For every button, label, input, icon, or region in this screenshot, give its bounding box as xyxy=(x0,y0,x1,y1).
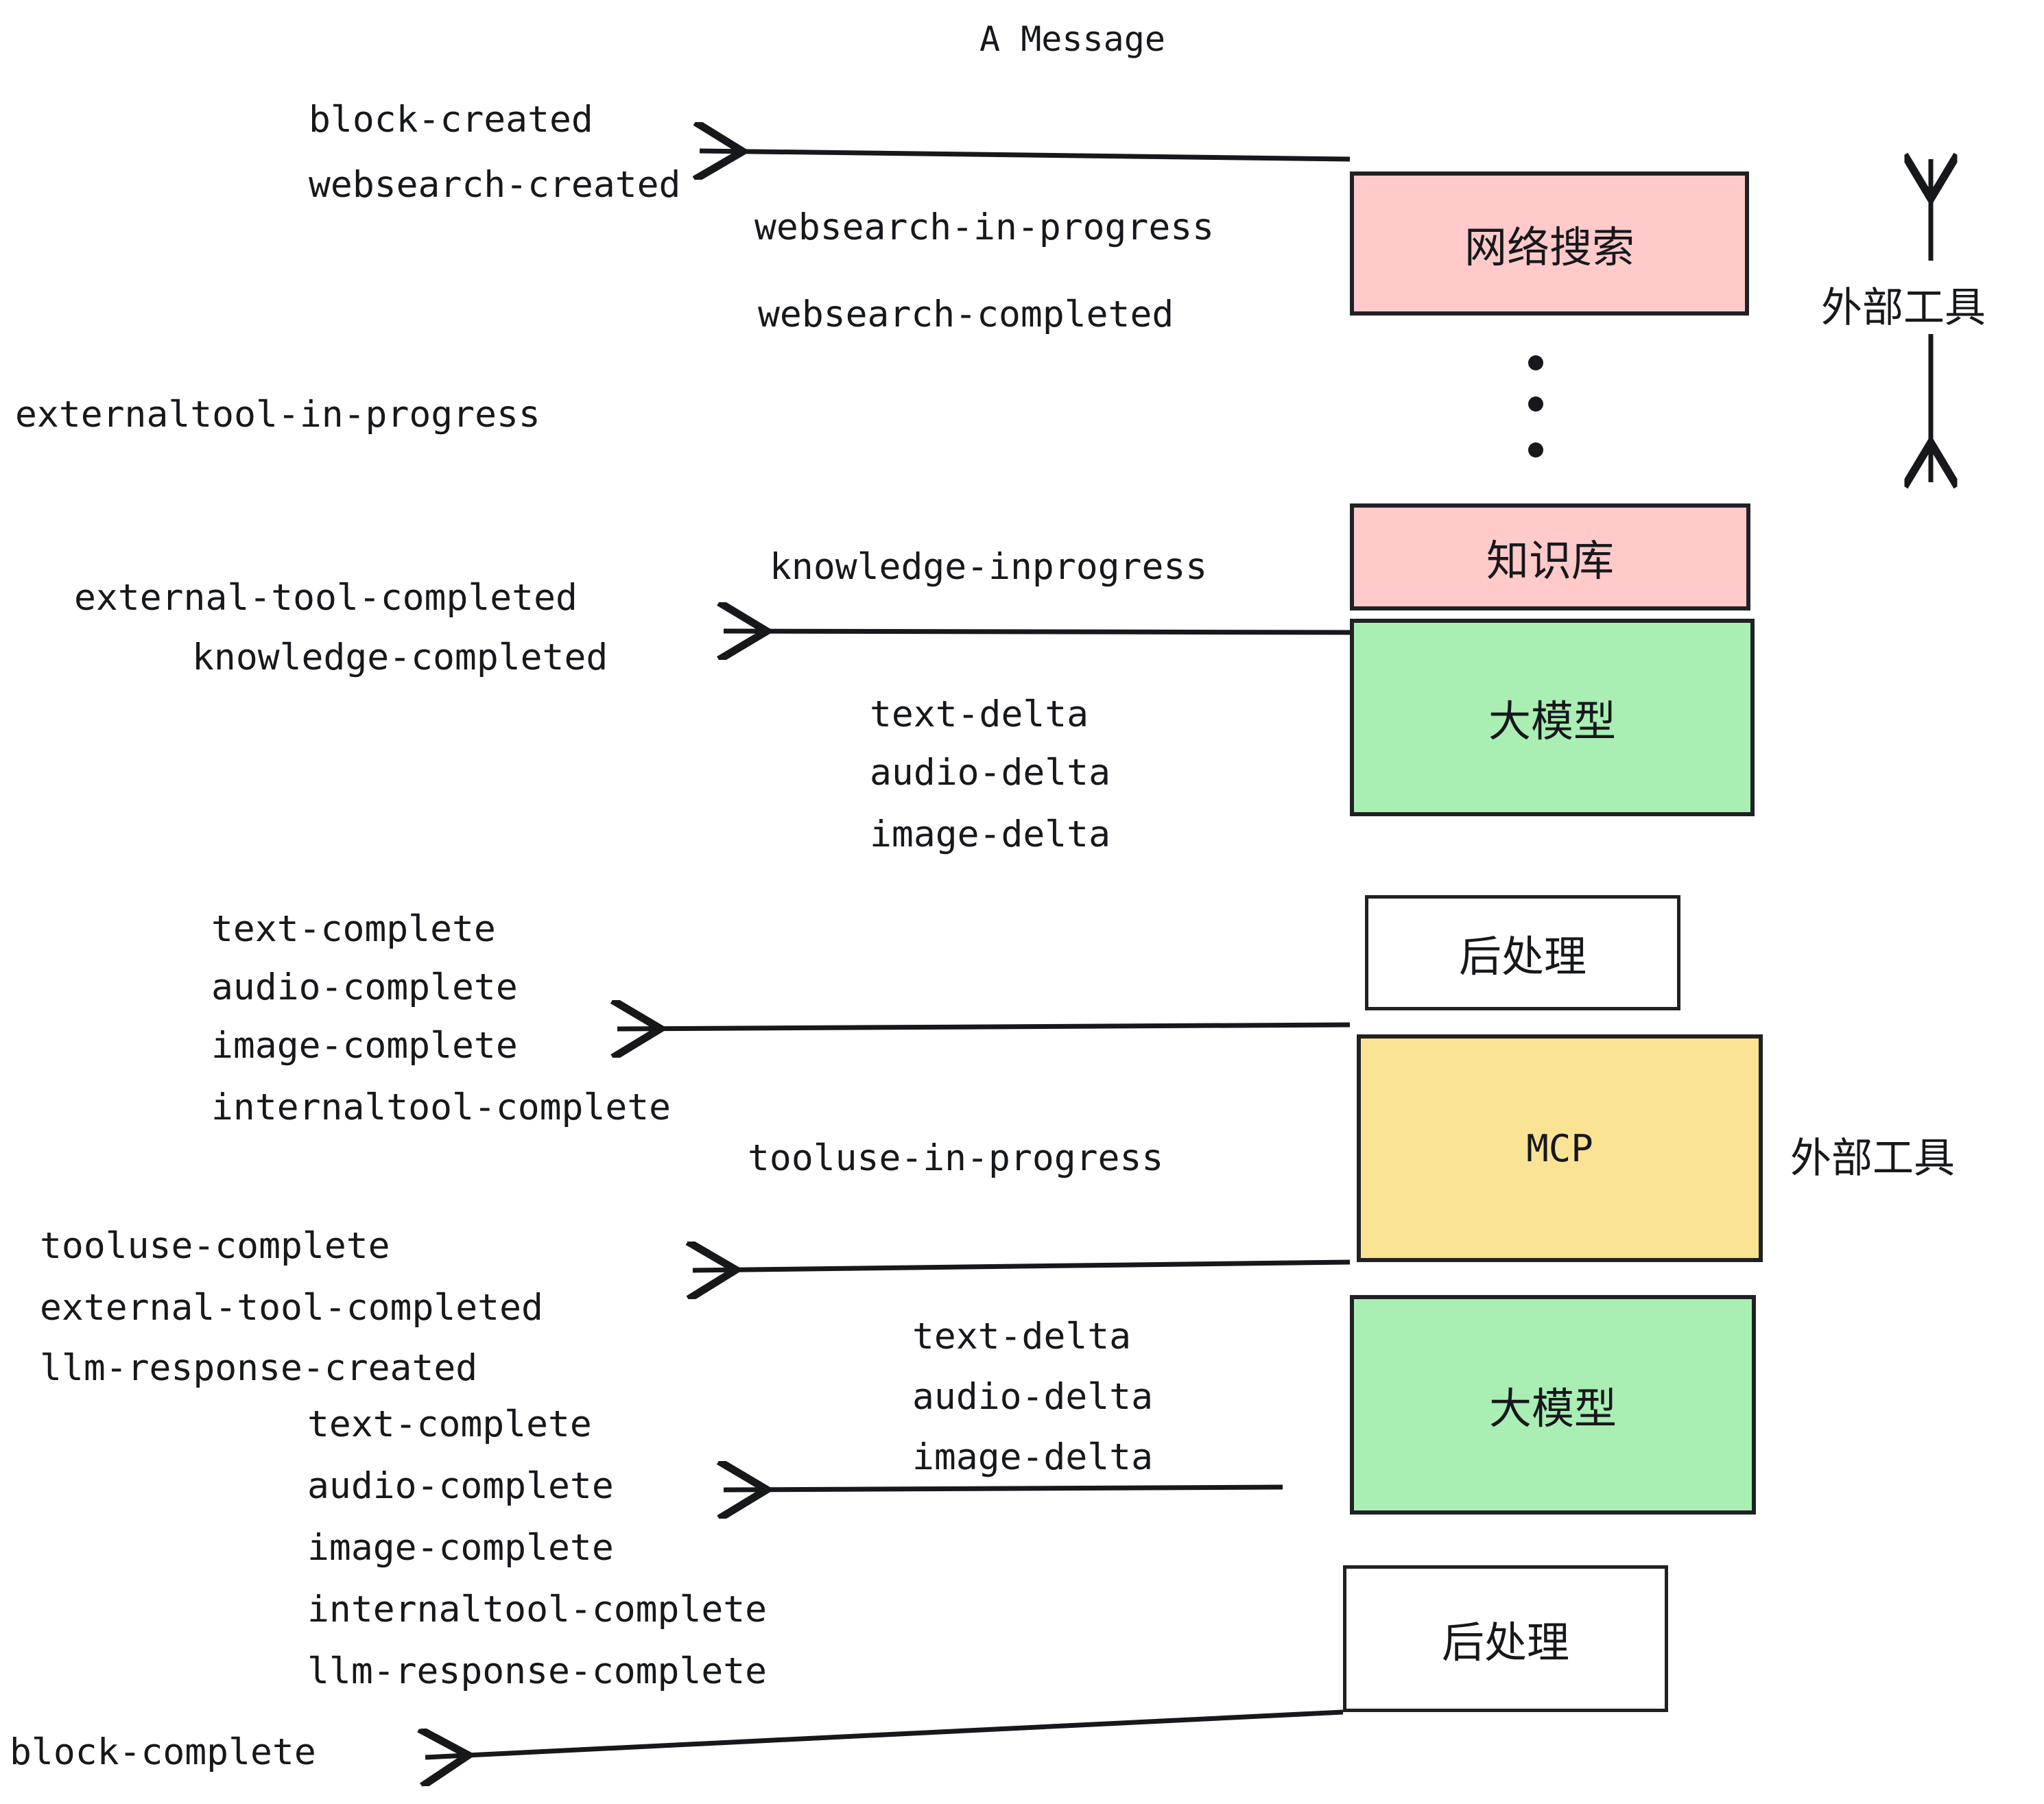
arrow-knowledge-to-completed xyxy=(724,631,1351,632)
event-label-audio-delta-2: audio-delta xyxy=(912,1376,1153,1418)
event-label-websearch-created: websearch-created xyxy=(309,164,681,206)
node-postprocess-1[interactable]: 后处理 xyxy=(1365,895,1680,1010)
event-label-knowledge-completed: knowledge-completed xyxy=(192,637,608,678)
node-llm-2[interactable]: 大模型 xyxy=(1350,1295,1756,1515)
event-label-tooluse-in-progress: tooluse-in-progress xyxy=(748,1137,1164,1179)
event-label-audio-complete-1: audio-complete xyxy=(211,966,518,1008)
event-label-externaltool-in-progress: externaltool-in-progress xyxy=(15,394,540,436)
node-knowledge[interactable]: 知识库 xyxy=(1350,503,1750,610)
event-label-text-complete-2: text-complete xyxy=(307,1403,592,1445)
node-mcp[interactable]: MCP xyxy=(1357,1034,1763,1262)
node-websearch[interactable]: 网络搜索 xyxy=(1350,171,1749,316)
event-label-websearch-completed: websearch-completed xyxy=(758,294,1174,335)
event-label-external-tool-completed-2: external-tool-completed xyxy=(40,1287,543,1329)
event-label-block-created: block-created xyxy=(309,99,593,141)
event-label-external-tool-completed-1: external-tool-completed xyxy=(74,577,578,619)
arrow-llm2-to-audio-complete xyxy=(724,1487,1283,1490)
node-llm-1[interactable]: 大模型 xyxy=(1350,619,1755,816)
page-title: A Message xyxy=(979,19,1165,59)
event-label-image-complete-2: image-complete xyxy=(307,1527,614,1569)
event-label-internaltool-complete-1: internaltool-complete xyxy=(211,1087,672,1128)
event-label-text-delta-2: text-delta xyxy=(912,1316,1132,1357)
side-label-external-tools-bottom: 外部工具 xyxy=(1790,1135,1955,1183)
event-label-text-delta-1: text-delta xyxy=(870,693,1089,735)
event-label-audio-complete-2: audio-complete xyxy=(307,1465,614,1507)
event-label-knowledge-inprogress: knowledge-inprogress xyxy=(770,546,1208,588)
arrow-llm1-to-image-complete xyxy=(617,1025,1351,1029)
event-label-image-delta-2: image-delta xyxy=(912,1436,1153,1478)
event-label-image-delta-1: image-delta xyxy=(870,814,1110,855)
event-label-websearch-in-progress: websearch-in-progress xyxy=(754,206,1215,248)
event-label-tooluse-complete: tooluse-complete xyxy=(40,1225,390,1267)
event-label-internaltool-complete-2: internaltool-complete xyxy=(307,1589,768,1630)
event-label-llm-response-created: llm-response-created xyxy=(40,1347,478,1389)
ellipsis-dot-1 xyxy=(1528,355,1543,370)
event-label-llm-response-complete: llm-response-complete xyxy=(307,1650,768,1692)
arrow-mcp-to-tooluse-complete xyxy=(693,1262,1351,1270)
ellipsis-dot-3 xyxy=(1528,442,1543,458)
ellipsis-dot-2 xyxy=(1528,396,1543,412)
event-label-image-complete-1: image-complete xyxy=(211,1025,518,1067)
event-label-audio-delta-1: audio-delta xyxy=(870,752,1110,794)
event-label-block-complete: block-complete xyxy=(10,1731,316,1773)
arrow-websearch-to-block-created xyxy=(700,151,1351,159)
side-label-external-tools-top: 外部工具 xyxy=(1821,284,1986,332)
node-postprocess-2[interactable]: 后处理 xyxy=(1343,1565,1668,1712)
event-label-text-complete-1: text-complete xyxy=(211,908,496,950)
arrow-postprocess2-to-block-complete xyxy=(425,1709,1344,1757)
